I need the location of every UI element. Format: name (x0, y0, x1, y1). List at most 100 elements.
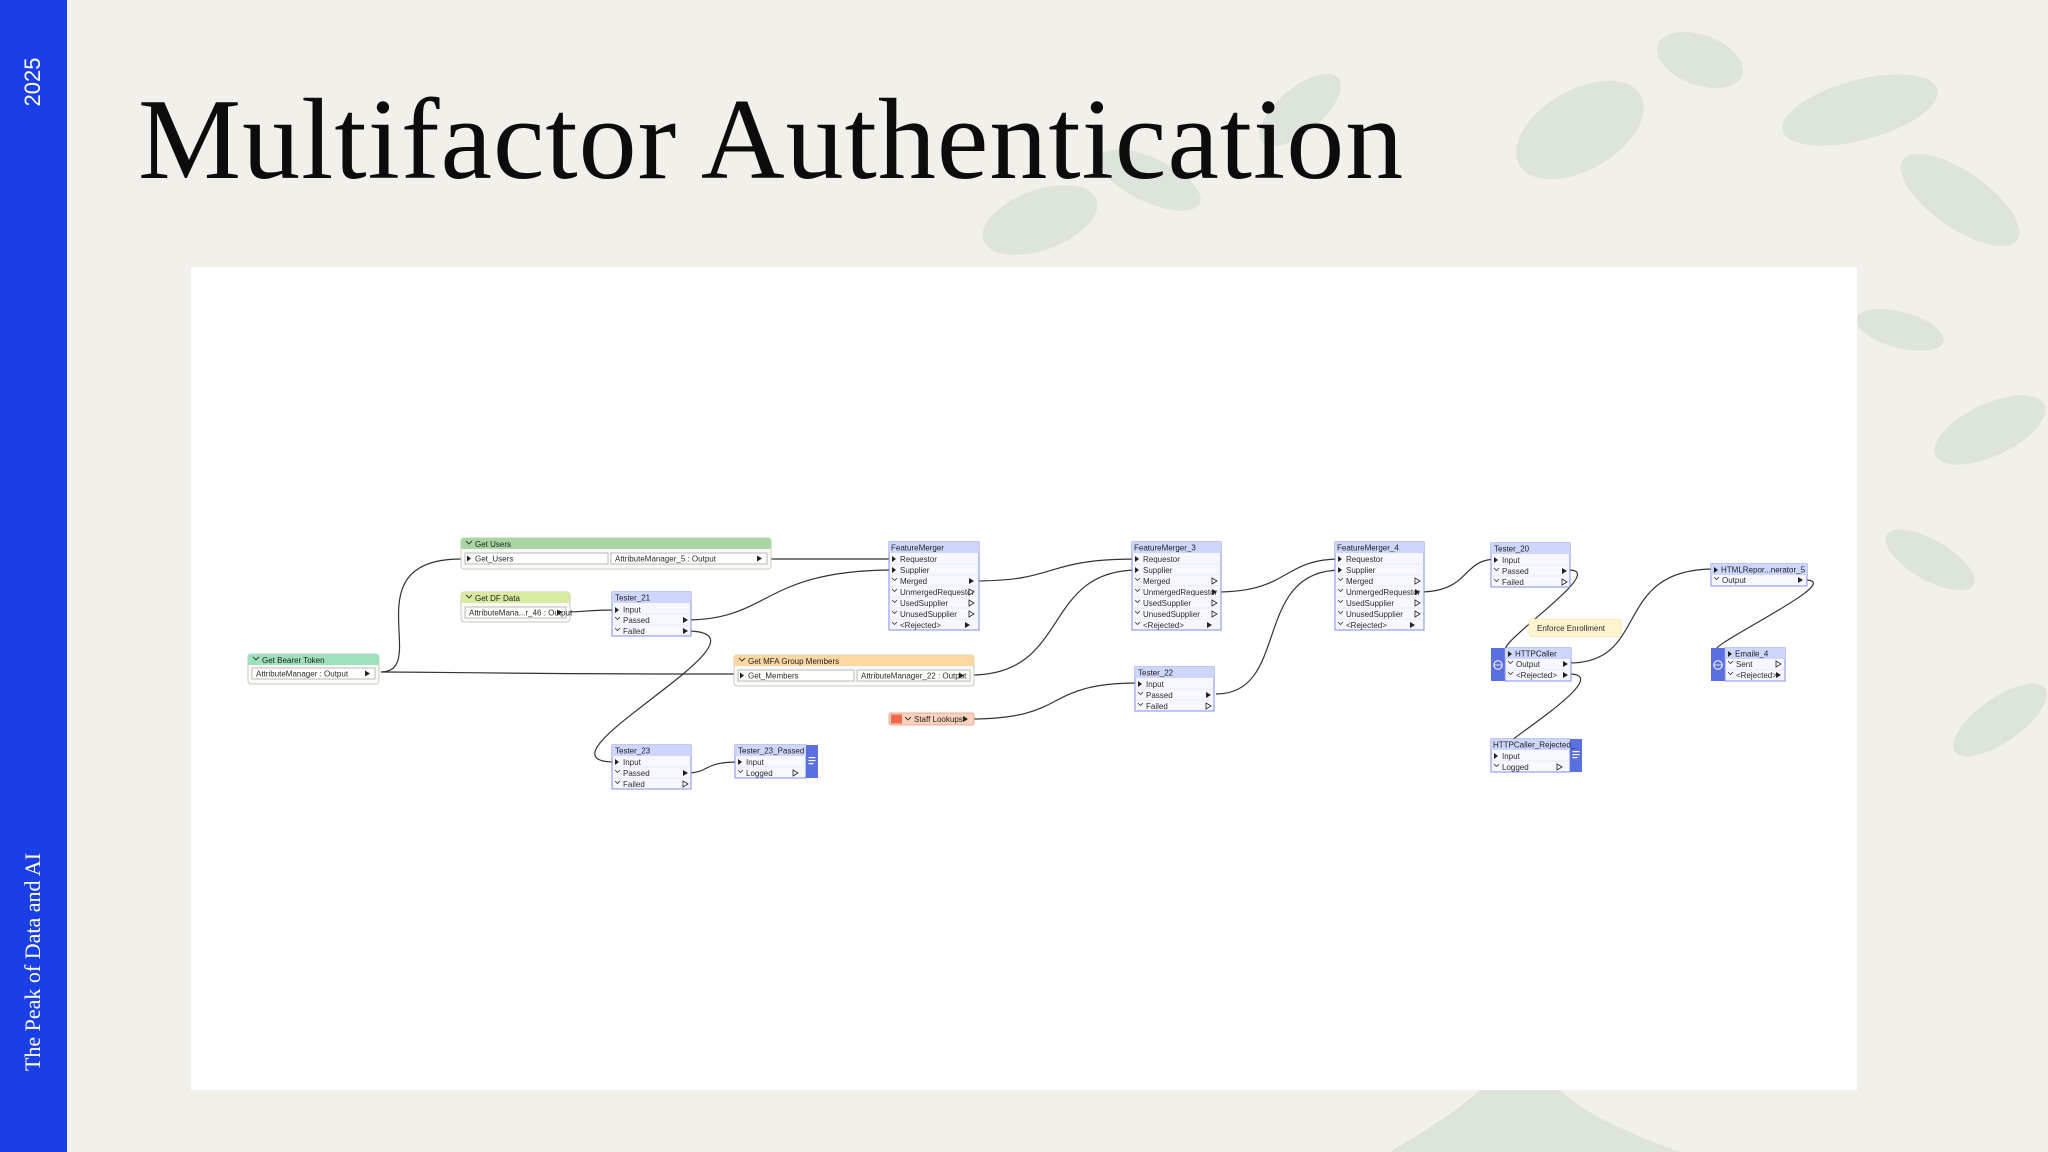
transformer-httpcaller-rejected[interactable]: HTTPCaller_Rejected_ Input Logged (1490, 738, 1582, 773)
input-port-icon[interactable] (1728, 651, 1732, 657)
bookmark-staff-lookups[interactable]: Staff Lookups (888, 712, 975, 726)
chevron-down-icon[interactable] (1137, 691, 1144, 696)
unconnected-port-icon[interactable] (968, 599, 975, 607)
unconnected-port-icon[interactable] (1561, 578, 1568, 586)
chevron-down-icon[interactable] (1137, 702, 1144, 707)
chevron-down-icon[interactable] (614, 616, 621, 621)
input-port-icon[interactable] (1138, 681, 1142, 687)
chevron-down-icon[interactable] (252, 656, 260, 661)
bookmark-get-mfa-members[interactable]: Get MFA Group Members Get_Members Attrib… (733, 654, 975, 687)
output-port-icon[interactable] (1562, 568, 1567, 574)
chevron-down-icon[interactable] (1337, 621, 1344, 626)
output-port-icon[interactable] (1410, 622, 1415, 628)
input-port-icon[interactable] (892, 556, 896, 562)
transformer-tester-20[interactable]: Tester_20 Input Passed Failed (1490, 542, 1571, 588)
chevron-down-icon[interactable] (1507, 660, 1514, 665)
chevron-down-icon[interactable] (465, 594, 473, 599)
unconnected-port-icon[interactable] (1775, 660, 1782, 668)
unconnected-port-icon[interactable] (1205, 702, 1212, 710)
unconnected-port-icon[interactable] (682, 780, 689, 788)
chevron-down-icon[interactable] (614, 780, 621, 785)
output-port-icon[interactable] (1212, 589, 1217, 595)
unconnected-port-icon[interactable] (1414, 610, 1421, 618)
input-port-icon[interactable] (1135, 556, 1139, 562)
unconnected-port-icon[interactable] (1414, 599, 1421, 607)
output-port-icon[interactable] (965, 622, 970, 628)
chevron-down-icon[interactable] (1134, 610, 1141, 615)
chevron-down-icon[interactable] (1727, 660, 1734, 665)
chevron-down-icon[interactable] (1337, 577, 1344, 582)
bookmark-inner-box[interactable] (856, 669, 971, 682)
transformer-emailer-4[interactable]: Emaile_4 Sent <Rejected> (1711, 647, 1786, 682)
chevron-down-icon[interactable] (614, 627, 621, 632)
unconnected-port-icon[interactable] (1211, 599, 1218, 607)
chevron-down-icon[interactable] (1134, 577, 1141, 582)
input-port-icon[interactable] (1338, 567, 1342, 573)
transformer-tester-22[interactable]: Tester_22 Input Passed Failed (1134, 666, 1215, 712)
chevron-down-icon[interactable] (465, 540, 473, 545)
bookmark-inner-box[interactable] (610, 552, 768, 565)
output-port-icon[interactable] (1776, 672, 1781, 678)
input-port-icon[interactable] (615, 759, 619, 765)
bookmark-inner-box[interactable] (464, 606, 567, 619)
bookmark-inner-box[interactable] (737, 669, 855, 682)
transformer-tester-23[interactable]: Tester_23 Input Passed Failed (611, 744, 692, 790)
output-port-icon[interactable] (1798, 577, 1803, 583)
bookmark-get-users[interactable]: Get Users Get_Users AttributeManager_5 :… (460, 537, 772, 570)
chevron-down-icon[interactable] (891, 577, 898, 582)
transformer-featuremerger[interactable]: FeatureMerger Requestor Supplier Merged … (888, 541, 980, 631)
transformer-featuremerger-4[interactable]: FeatureMerger_4 Requestor Supplier Merge… (1334, 541, 1425, 631)
output-port-icon[interactable] (1563, 672, 1568, 678)
output-port-icon[interactable] (365, 670, 370, 677)
chevron-down-icon[interactable] (1134, 588, 1141, 593)
chevron-down-icon[interactable] (1337, 610, 1344, 615)
unconnected-port-icon[interactable] (1211, 610, 1218, 618)
chevron-down-icon[interactable] (1713, 576, 1720, 581)
bookmark-inner-box[interactable] (251, 667, 376, 680)
input-port-icon[interactable] (615, 607, 619, 613)
input-port-icon[interactable] (1494, 557, 1498, 563)
output-port-icon[interactable] (1415, 589, 1420, 595)
unconnected-port-icon[interactable] (1414, 577, 1421, 585)
chevron-down-icon[interactable] (1493, 763, 1500, 768)
unconnected-port-icon[interactable] (792, 769, 799, 777)
input-port-icon[interactable] (467, 555, 471, 562)
chevron-down-icon[interactable] (738, 657, 746, 662)
input-port-icon[interactable] (1338, 556, 1342, 562)
annotation-enforce-enrollment[interactable]: Enforce Enrollment (1528, 618, 1622, 638)
unconnected-port-icon[interactable] (1556, 763, 1563, 771)
output-port-icon[interactable] (757, 555, 762, 562)
output-port-icon[interactable] (683, 628, 688, 634)
output-port-icon[interactable] (1563, 661, 1568, 667)
chevron-down-icon[interactable] (891, 610, 898, 615)
transformer-htmlreport-generator-5[interactable]: HTMLRepor...nerator_5 Output (1710, 563, 1808, 587)
transformer-httpcaller[interactable]: HTTPCaller Output <Rejected> (1491, 647, 1572, 682)
chevron-down-icon[interactable] (1134, 599, 1141, 604)
chevron-down-icon[interactable] (891, 621, 898, 626)
output-port-icon[interactable] (683, 770, 688, 776)
input-port-icon[interactable] (1494, 753, 1498, 759)
unconnected-port-icon[interactable] (968, 610, 975, 618)
chevron-down-icon[interactable] (1727, 671, 1734, 676)
chevron-down-icon[interactable] (1337, 588, 1344, 593)
input-port-icon[interactable] (738, 759, 742, 765)
input-port-icon[interactable] (1714, 567, 1718, 573)
bookmark-inner-box[interactable] (464, 552, 609, 565)
input-port-icon[interactable] (1508, 651, 1512, 657)
chevron-down-icon[interactable] (1507, 671, 1514, 676)
output-port-icon[interactable] (963, 716, 968, 722)
chevron-down-icon[interactable] (891, 599, 898, 604)
unconnected-port-icon[interactable] (968, 588, 975, 596)
chevron-down-icon[interactable] (1493, 567, 1500, 572)
transformer-featuremerger-3[interactable]: FeatureMerger_3 Requestor Supplier Merge… (1131, 541, 1222, 631)
input-port-icon[interactable] (1135, 567, 1139, 573)
chevron-down-icon[interactable] (904, 716, 912, 721)
chevron-down-icon[interactable] (1134, 621, 1141, 626)
output-port-icon[interactable] (683, 617, 688, 623)
chevron-down-icon[interactable] (891, 588, 898, 593)
output-port-icon[interactable] (969, 578, 974, 584)
chevron-down-icon[interactable] (1337, 599, 1344, 604)
output-port-icon[interactable] (557, 609, 562, 616)
bookmark-get-bearer-token[interactable]: Get Bearer Token AttributeManager : Outp… (247, 653, 380, 685)
chevron-down-icon[interactable] (614, 769, 621, 774)
